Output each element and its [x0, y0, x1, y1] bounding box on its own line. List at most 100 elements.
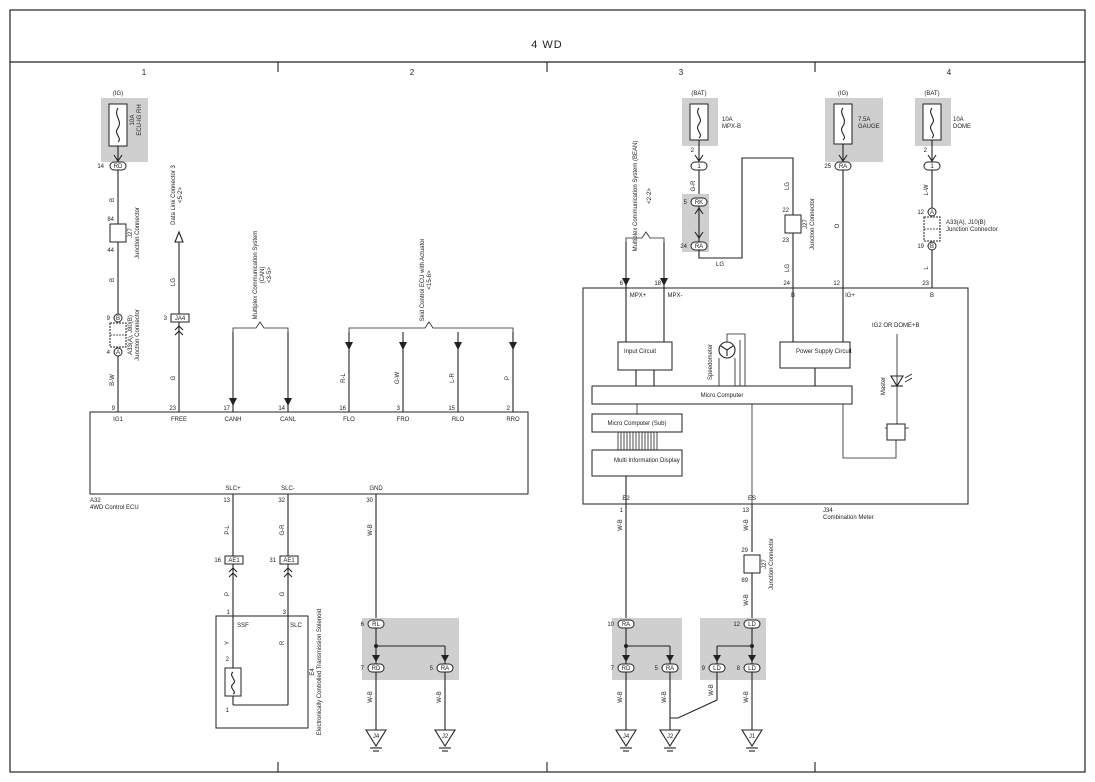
svg-text:A: A [116, 350, 120, 356]
junction-connector-a33-b: A 12 B 19 A33(A), J10(B) Junction Connec… [917, 207, 998, 251]
svg-text:LD: LD [748, 666, 756, 672]
svg-text:W-B: W-B [618, 691, 624, 703]
svg-text:A33(A), J10(B): A33(A), J10(B) [946, 220, 986, 226]
svg-text:Skid Control ECU with Actuator: Skid Control ECU with Actuator [420, 238, 426, 321]
svg-text:13: 13 [223, 498, 230, 504]
svg-text:9: 9 [112, 406, 116, 412]
svg-text:44: 44 [107, 248, 114, 254]
svg-text:B: B [110, 278, 116, 282]
svg-text:J4: J4 [373, 734, 380, 740]
svg-text:B: B [116, 316, 120, 322]
wire-w-b [670, 672, 718, 719]
svg-text:RA: RA [622, 622, 630, 628]
inline-connector-rk-ra: RK 5 RA 24 [680, 194, 709, 252]
svg-text:J4: J4 [623, 734, 630, 740]
svg-text:LG: LG [171, 278, 177, 286]
svg-text:(IG): (IG) [113, 91, 123, 97]
column-label-3: 3 [679, 68, 684, 77]
svg-text:6: 6 [361, 622, 365, 628]
svg-text:Junction Connector: Junction Connector [946, 227, 998, 233]
junction-connector-j27-a: 84 44 J27 Junction Connector [107, 207, 141, 259]
svg-text:P: P [225, 592, 231, 596]
svg-text:12: 12 [917, 210, 924, 216]
svg-text:2: 2 [691, 148, 695, 154]
svg-text:32: 32 [278, 498, 285, 504]
fuse-gauge: (IG) 7.5A GAUGE RA 25 [824, 91, 883, 171]
svg-text:10A: 10A [722, 117, 733, 123]
svg-text:<15-6>: <15-6> [427, 270, 433, 290]
svg-text:Combination Meter: Combination Meter [823, 515, 874, 521]
svg-text:FRO: FRO [397, 417, 410, 423]
svg-text:W-B: W-B [618, 519, 624, 531]
svg-text:J2: J2 [442, 734, 449, 740]
svg-text:IG2 OR DOME+B: IG2 OR DOME+B [872, 323, 920, 329]
svg-text:G-R: G-R [691, 180, 697, 192]
svg-text:24: 24 [680, 244, 687, 250]
svg-text:1: 1 [930, 164, 934, 170]
inline-connector-ae1-b: AE1 31 [269, 555, 299, 578]
solenoid-e4: 1 3 SSF SLC Y R 2 1 E4 Electronically Co… [215, 609, 323, 735]
svg-text:B: B [930, 293, 934, 299]
svg-text:L-R: L-R [450, 373, 456, 383]
svg-text:W-B: W-B [744, 691, 750, 703]
svg-text:<3-5>: <3-5> [267, 267, 273, 283]
svg-text:17: 17 [223, 406, 230, 412]
svg-text:ES: ES [748, 496, 756, 502]
svg-text:RA: RA [839, 164, 847, 170]
bean-reference: Multiplex Communication System (BEAN) <2… [625, 141, 665, 251]
svg-text:Junction Connector: Junction Connector [810, 198, 816, 250]
svg-text:Power Supply Circuit: Power Supply Circuit [796, 349, 852, 355]
splice-3: LD 12 LD 9 LD 8 [700, 618, 766, 680]
svg-text:J1: J1 [749, 734, 756, 740]
svg-text:RLO: RLO [452, 417, 465, 423]
svg-text:Master: Master [881, 377, 887, 395]
svg-text:R-L: R-L [341, 373, 347, 383]
ground-j1: J1 [741, 729, 763, 752]
svg-text:Input Circuit: Input Circuit [624, 349, 656, 355]
svg-text:5: 5 [684, 200, 688, 206]
svg-text:LG: LG [785, 182, 791, 190]
svg-text:J27: J27 [762, 559, 768, 569]
fuse-icon [697, 107, 701, 139]
svg-text:19: 19 [917, 244, 924, 250]
svg-text:MPX-B: MPX-B [722, 124, 741, 130]
svg-text:SLC+: SLC+ [225, 486, 241, 492]
svg-text:B: B [930, 244, 934, 250]
multi-information-display-block [591, 449, 683, 477]
svg-text:AE1: AE1 [283, 558, 295, 564]
svg-text:9: 9 [702, 666, 706, 672]
svg-text:J2: J2 [667, 734, 674, 740]
svg-text:30: 30 [366, 498, 373, 504]
svg-text:7: 7 [611, 666, 615, 672]
diagram-title: 4 WD [531, 39, 563, 51]
junction-connector-a33-a: B 9 A 4 A33(A), J80(B) Junction Connecto… [107, 309, 141, 361]
svg-text:G: G [171, 375, 177, 380]
svg-text:1: 1 [227, 610, 231, 616]
svg-text:RD: RD [372, 666, 381, 672]
svg-text:LD: LD [748, 622, 756, 628]
svg-text:W-B: W-B [368, 691, 374, 703]
power-supply-block [779, 341, 851, 369]
svg-text:Data Link Connector 3: Data Link Connector 3 [171, 164, 177, 224]
svg-text:3: 3 [283, 610, 287, 616]
svg-text:W-B: W-B [744, 594, 750, 606]
svg-text:5: 5 [430, 666, 434, 672]
svg-text:23: 23 [782, 238, 789, 244]
svg-text:W-B: W-B [368, 524, 374, 536]
svg-text:Micro Computer: Micro Computer [701, 393, 744, 399]
svg-text:RA: RA [695, 244, 703, 250]
svg-text:SLC-: SLC- [281, 486, 295, 492]
svg-text:A33(A), J80(B): A33(A), J80(B) [128, 315, 134, 355]
svg-text:LG: LG [785, 264, 791, 272]
svg-text:Junction Connector: Junction Connector [135, 309, 141, 361]
svg-text:E4: E4 [310, 668, 316, 676]
svg-text:W-B: W-B [709, 684, 715, 696]
junction-connector-j27-b: 22 23 J27 Junction Connector [782, 198, 816, 250]
svg-text:CANH: CANH [224, 417, 241, 423]
svg-text:CANL: CANL [280, 417, 297, 423]
svg-text:W-B: W-B [437, 691, 443, 703]
svg-text:RD: RD [622, 666, 631, 672]
column-label-1: 1 [142, 68, 147, 77]
input-circuit-block [617, 341, 673, 371]
svg-text:2: 2 [924, 148, 928, 154]
